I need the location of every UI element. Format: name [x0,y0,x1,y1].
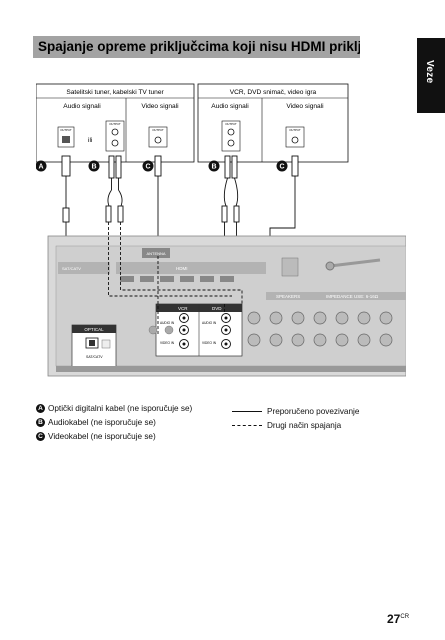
svg-text:OUTPUT: OUTPUT [225,122,237,126]
svg-text:SPEAKERS: SPEAKERS [276,294,300,299]
svg-text:OUTPUT: OUTPUT [289,128,301,132]
alternate-routes [108,222,243,336]
legend-badge-c: C [36,432,45,441]
svg-text:SAT/CATV: SAT/CATV [86,355,103,359]
svg-text:AUDIO IN: AUDIO IN [202,321,217,325]
svg-text:SAT/CATV: SAT/CATV [62,266,81,271]
svg-text:VCR: VCR [178,306,188,311]
legend-dashed-label: Drugi način spajanja [267,421,342,430]
svg-text:DVD: DVD [212,306,222,311]
box-left-audio-label: Audio signali [63,103,101,110]
connection-diagram: Satelitski tuner, kabelski TV tuner Audi… [36,83,406,377]
svg-text:C: C [145,164,150,171]
box-left-title: Satelitski tuner, kabelski TV tuner [66,89,164,96]
source-box-right: VCR, DVD snimač, video igra Audio signal… [197,83,349,163]
side-tab [417,38,445,113]
svg-text:B: B [211,164,216,171]
page-suffix: CR [400,614,410,620]
svg-text:VIDEO IN: VIDEO IN [160,341,175,345]
legend-text-audio: Audiokabel (ne isporučuje se) [48,418,156,427]
legend-item-optical: A Optički digitalni kabel (ne isporučuje… [36,404,192,413]
box-right-title: VCR, DVD snimač, video igra [230,89,317,96]
receiver-rear-panel: ANTENNA SAT/CATV SAT/CATV HDMI SPEAKERS … [47,235,406,377]
svg-text:OUTPUT: OUTPUT [152,128,164,132]
svg-text:OUTPUT: OUTPUT [60,128,72,132]
svg-text:OPTICAL: OPTICAL [84,327,104,332]
box-left-video-label: Video signali [141,103,179,110]
svg-text:A: A [38,164,43,171]
source-box-left: Satelitski tuner, kabelski TV tuner Audi… [36,83,195,163]
legend-text-optical: Optički digitalni kabel (ne isporučuje s… [48,404,193,413]
dashed-line-sample [232,425,262,426]
section-title: Spajanje opreme priključcima koji nisu H… [33,36,360,58]
legend-solid-label: Preporučeno povezivanje [267,407,360,416]
box-right-video-label: Video signali [286,103,324,110]
legend-badge-a: A [36,404,45,413]
box-right-audio-label: Audio signali [211,103,249,110]
or-label: ili [88,137,92,144]
cable-badges: A B C B C [36,160,288,172]
svg-text:C: C [279,164,284,171]
svg-text:HDMI: HDMI [176,266,188,271]
svg-text:ANTENNA: ANTENNA [146,251,165,256]
legend-badge-b: B [36,418,45,427]
legend-text-video: Videokabel (ne isporučuje se) [48,432,156,441]
svg-text:AUDIO IN: AUDIO IN [160,321,175,325]
legend-item-video: C Videokabel (ne isporučuje se) [36,432,156,441]
svg-text:B: B [91,164,96,171]
page-number: 27CR [387,612,410,626]
svg-text:VIDEO IN: VIDEO IN [202,341,217,345]
legend-dashed: Drugi način spajanja [232,421,341,430]
legend-solid: Preporučeno povezivanje [232,407,359,416]
svg-text:OUTPUT: OUTPUT [109,122,121,126]
svg-text:IMPEDANCE USE: 6-16Ω: IMPEDANCE USE: 6-16Ω [326,294,379,299]
side-tab-label: Veze [424,60,435,84]
legend-item-audio: B Audiokabel (ne isporučuje se) [36,418,156,427]
solid-line-sample [232,411,262,412]
